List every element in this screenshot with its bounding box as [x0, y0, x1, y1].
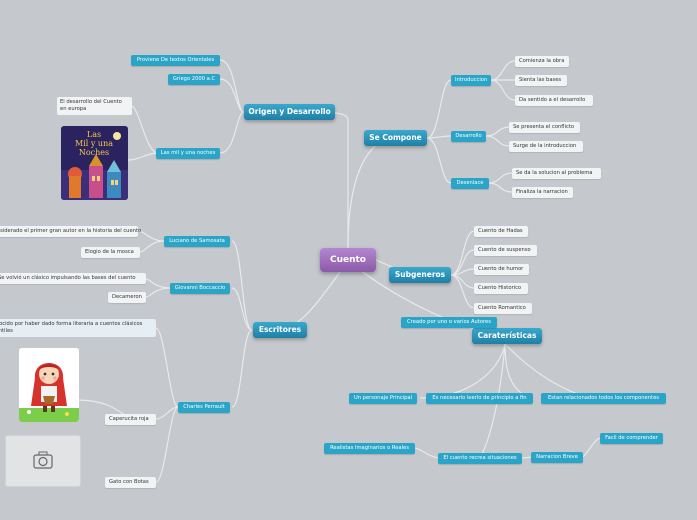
node-giovanni-boccaccio[interactable]: Giovanni Boccaccio	[170, 283, 230, 294]
root-node[interactable]: Cuento	[320, 248, 376, 272]
leaf-surge-introduccion[interactable]: Surge de la introduccion	[509, 141, 583, 152]
leaf-cuento-humor[interactable]: Cuento de humor	[474, 264, 529, 275]
image-placeholder[interactable]	[5, 435, 81, 487]
book-title-line-1: Las	[87, 130, 101, 139]
leaf-decameron[interactable]: Decameron	[108, 292, 146, 303]
leaf-comienza-obra[interactable]: Comienza la obra	[515, 56, 569, 67]
node-proviene-textos-orientales[interactable]: Proviene De textos Orientales	[131, 55, 220, 66]
node-luciano-samosata[interactable]: Luciano de Samosata	[164, 236, 230, 247]
branch-se-compone[interactable]: Se Compone	[364, 130, 427, 146]
node-introduccion[interactable]: Introduccion	[451, 75, 491, 86]
node-mil-y-una-noches[interactable]: Las mil y una noches	[156, 148, 220, 159]
leaf-presenta-conflicto[interactable]: Se presenta el conflicto	[509, 122, 580, 133]
book-title-line-3: Noches	[79, 148, 109, 157]
leaf-solucion-problema[interactable]: Se da la solucion al problema	[512, 168, 601, 179]
node-griego[interactable]: Griego 2000 a.C	[168, 74, 220, 85]
node-facil-comprender[interactable]: Facil de comprender	[600, 433, 663, 444]
camera-icon	[33, 451, 53, 469]
note-perrault[interactable]: Conocido por haber dado forma literaria …	[0, 319, 156, 337]
node-charles-perrault[interactable]: Charles Perrault	[178, 402, 230, 413]
node-narracion-breve[interactable]: Narracion Breve	[531, 452, 583, 463]
leaf-cuento-historico[interactable]: Cuento Historico	[474, 283, 528, 294]
leaf-cuento-suspenso[interactable]: Cuento de suspenso	[474, 245, 537, 256]
leaf-primer-gran-autor[interactable]: Considerado el primer gran autor en la h…	[0, 226, 141, 237]
leaf-elogio-mosca[interactable]: Elogio de la mosca	[81, 247, 140, 258]
caperucita-image[interactable]	[19, 348, 79, 422]
node-leerse-principio-fin[interactable]: Es necesario leerlo de principio a fin	[426, 393, 533, 404]
node-personaje-principal[interactable]: Un personaje Principal	[349, 393, 417, 404]
branch-caracteristicas[interactable]: Caraterísticas	[472, 328, 542, 344]
leaf-gato-con-botas[interactable]: Gato con Botas	[105, 477, 156, 488]
leaf-caperucita-roja[interactable]: Caperucita roja	[105, 414, 156, 425]
node-recrea-situaciones[interactable]: El cuento recrea situaciones	[438, 453, 522, 464]
leaf-finaliza-narracion[interactable]: Finaliza la narracion	[512, 187, 573, 198]
branch-subgeneros[interactable]: Subgeneros	[389, 267, 451, 283]
leaf-da-sentido[interactable]: Da sentido a el desarrollo	[515, 95, 593, 106]
branch-escritores[interactable]: Escritores	[253, 322, 307, 338]
node-realistas-imaginarios[interactable]: Realistas Imaginarios o Reales	[324, 443, 415, 454]
branch-origen-desarrollo[interactable]: Origen y Desarrollo	[244, 104, 335, 120]
leaf-cuento-hadas[interactable]: Cuento de Hadas	[474, 226, 528, 237]
node-relacionados-componentes[interactable]: Estan relacionados todos los componentes	[541, 393, 666, 404]
node-desenlace[interactable]: Desenlace	[451, 178, 489, 189]
leaf-sienta-bases[interactable]: Sienta las bases	[515, 75, 567, 86]
node-desarrollo[interactable]: Desarrollo	[451, 131, 486, 142]
node-creado-autores[interactable]: Creado por uno o varios Autores	[401, 317, 497, 328]
leaf-cuento-romantico[interactable]: Cuento Romantico	[474, 303, 532, 314]
leaf-clasico-bases[interactable]: Se volvió un clásico impulsando las base…	[0, 273, 146, 284]
book-title-line-2: Mil y una	[75, 139, 113, 148]
note-desarrollo-europa[interactable]: El desarrollo del Cuento en europa	[57, 97, 132, 115]
book-cover-image[interactable]: Las Mil y una Noches	[61, 126, 128, 200]
